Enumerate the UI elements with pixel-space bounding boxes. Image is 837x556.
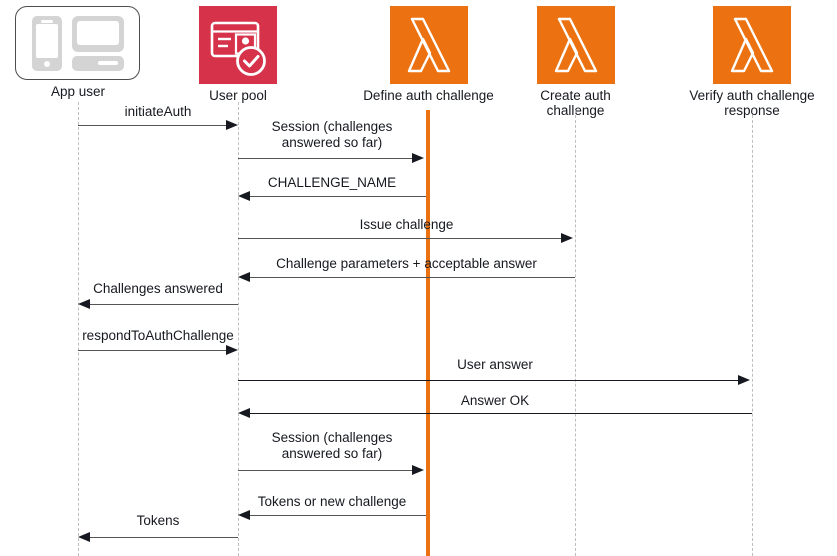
message-line-issue-challenge xyxy=(238,238,563,239)
message-line-respond-to-auth-challenge xyxy=(78,350,228,351)
actor-verify-auth-challenge-response: Verify auth challenge response xyxy=(678,6,826,118)
app-user-devices-icon xyxy=(15,6,141,80)
message-label-session-1: Session (challenges answered so far) xyxy=(271,119,393,150)
actor-label-define-auth-challenge: Define auth challenge xyxy=(363,88,494,103)
message-arrowhead-challenge-parameters xyxy=(238,272,250,282)
message-arrowhead-session-1 xyxy=(412,153,424,163)
actor-app-user: App user xyxy=(15,6,141,99)
message-line-session-2 xyxy=(238,470,414,471)
message-line-session-1 xyxy=(238,158,414,159)
message-label-respond-to-auth-challenge: respondToAuthChallenge xyxy=(82,328,234,343)
message-label-initiate-auth: initiateAuth xyxy=(124,104,192,119)
message-arrowhead-answer-ok xyxy=(238,408,250,418)
activation-bar-define-auth-challenge xyxy=(426,110,430,556)
cognito-user-pool-icon xyxy=(199,6,277,84)
phone-shape xyxy=(32,16,62,71)
message-line-challenge-parameters xyxy=(250,277,575,278)
message-arrowhead-respond-to-auth-challenge xyxy=(226,345,238,355)
message-line-challenges-answered xyxy=(90,304,238,305)
message-label-challenge-parameters: Challenge parameters + acceptable answer xyxy=(276,256,537,271)
lifeline-user-pool xyxy=(238,102,239,556)
message-arrowhead-user-answer xyxy=(738,375,750,385)
message-arrowhead-initiate-auth xyxy=(226,120,238,130)
message-arrowhead-challenges-answered xyxy=(78,299,90,309)
aws-lambda-icon xyxy=(536,6,615,84)
aws-lambda-icon xyxy=(713,6,791,84)
message-line-tokens xyxy=(90,537,238,538)
message-line-user-answer xyxy=(238,380,740,381)
monitor-shape xyxy=(72,16,124,52)
message-label-answer-ok: Answer OK xyxy=(460,393,530,408)
message-line-challenge-name xyxy=(250,196,426,197)
message-line-tokens-or-new-challenge xyxy=(250,515,426,516)
message-arrowhead-challenge-name xyxy=(238,191,250,201)
computer-base-shape xyxy=(72,56,124,71)
actor-define-auth-challenge: Define auth challenge xyxy=(359,6,498,103)
message-line-answer-ok xyxy=(250,413,752,414)
actor-label-verify-auth-challenge-response: Verify auth challenge response xyxy=(689,88,815,118)
message-arrowhead-tokens xyxy=(78,532,90,542)
message-arrowhead-issue-challenge xyxy=(561,233,573,243)
actor-label-app-user: App user xyxy=(50,84,106,99)
message-label-session-2: Session (challenges answered so far) xyxy=(271,430,393,461)
message-label-challenge-name: CHALLENGE_NAME xyxy=(267,175,397,190)
message-arrowhead-tokens-or-new-challenge xyxy=(238,510,250,520)
message-line-initiate-auth xyxy=(78,125,228,126)
actor-label-user-pool: User pool xyxy=(209,88,267,103)
message-label-issue-challenge: Issue challenge xyxy=(359,217,454,232)
message-arrowhead-session-2 xyxy=(412,465,424,475)
message-label-user-answer: User answer xyxy=(457,357,533,372)
lifeline-verify-auth-challenge-response xyxy=(752,110,753,556)
actor-user-pool: User pool xyxy=(199,6,277,103)
lifeline-app-user xyxy=(78,102,79,556)
aws-lambda-icon xyxy=(389,6,468,84)
message-label-tokens-or-new-challenge: Tokens or new challenge xyxy=(257,494,407,509)
message-label-tokens: Tokens xyxy=(136,513,180,528)
lifeline-create-auth-challenge xyxy=(575,110,576,556)
message-label-challenges-answered: Challenges answered xyxy=(93,281,223,296)
actor-create-auth-challenge: Create auth challenge xyxy=(512,6,639,118)
